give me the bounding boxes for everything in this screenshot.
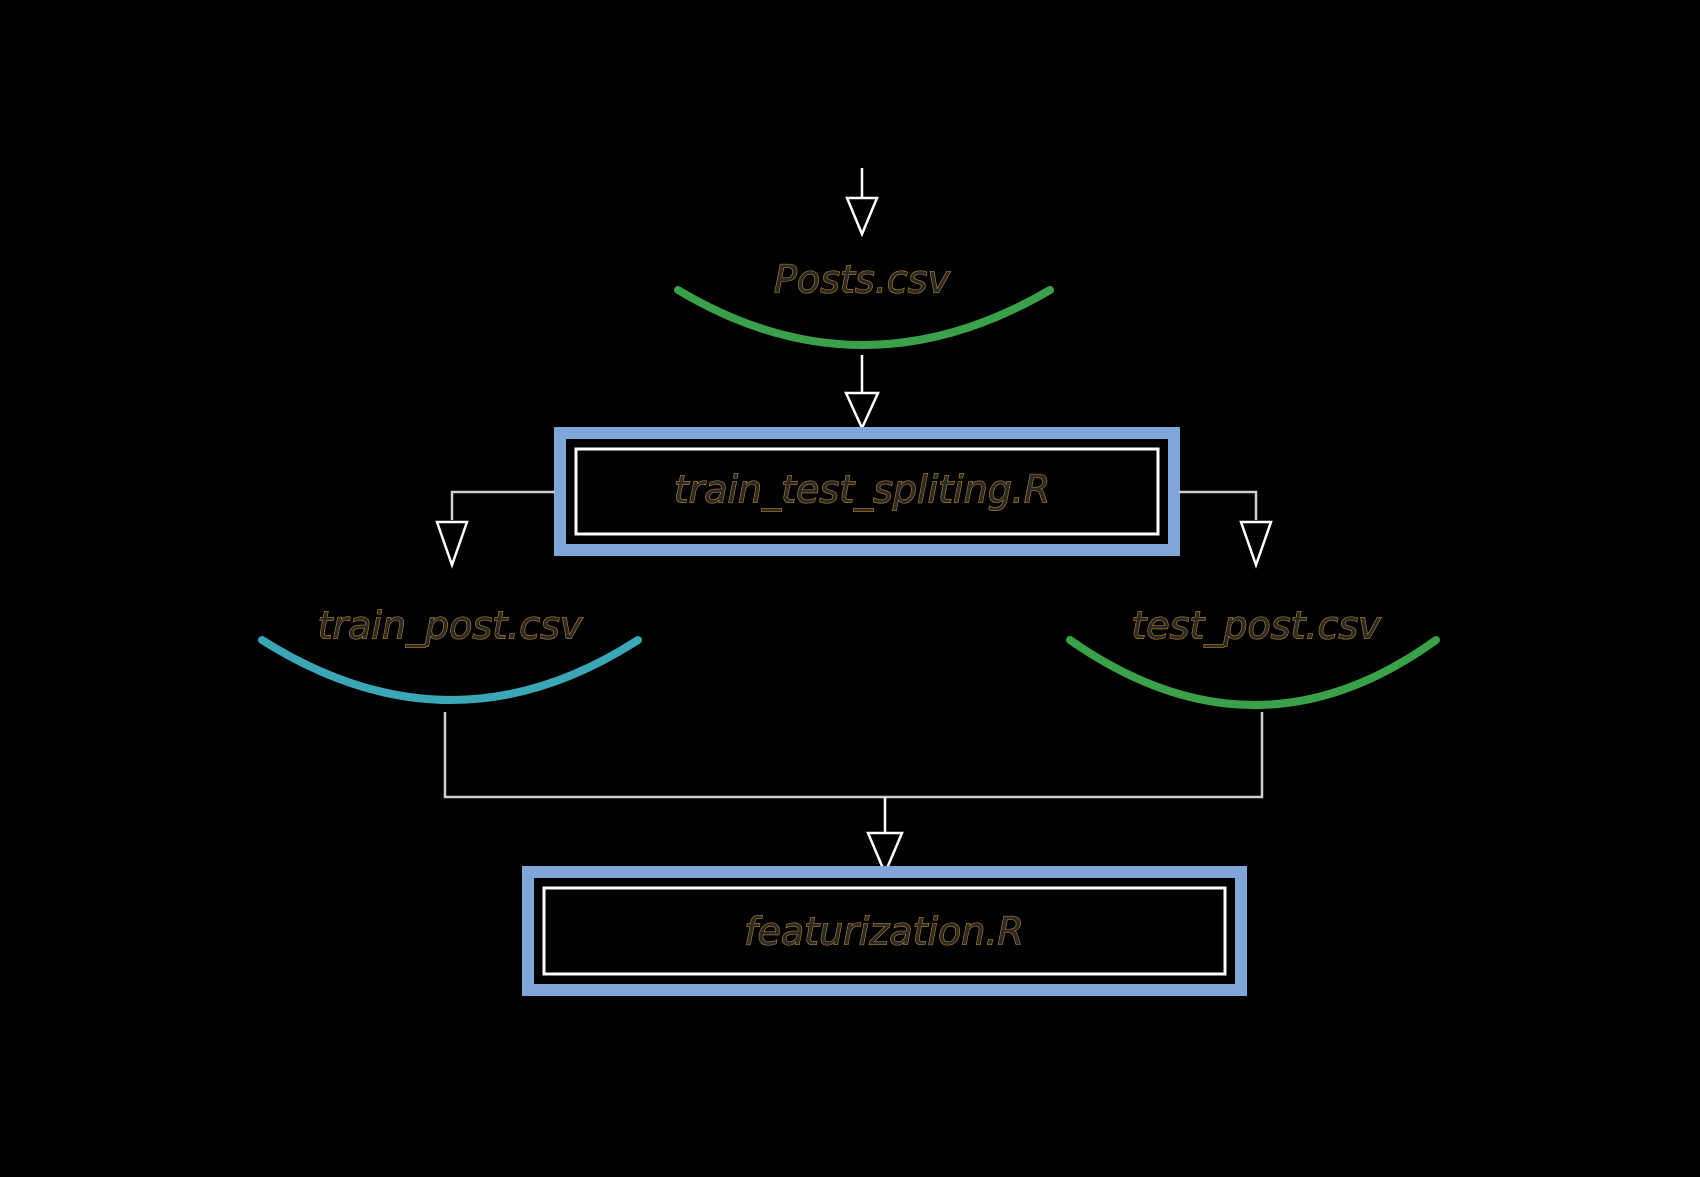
split-script-node[interactable]: train_test_spliting.R [554, 427, 1180, 556]
data-curve-icon [258, 636, 642, 704]
featurization-script-label: featurization.R [744, 910, 1024, 954]
down-arrow-icon [844, 355, 880, 432]
posts-csv-label: Posts.csv [774, 258, 950, 302]
train-csv-label: train_post.csv [318, 604, 583, 648]
train-csv-node[interactable]: train_post.csv [258, 603, 642, 704]
test-csv-node[interactable]: test_post.csv [1066, 603, 1440, 709]
split-to-test-connector [1179, 490, 1273, 569]
process-box-inner-border [542, 886, 1227, 976]
data-curve-icon [1066, 636, 1440, 709]
posts-csv-node[interactable]: Posts.csv [674, 257, 1054, 349]
split-to-train-connector [435, 490, 555, 569]
down-arrow-icon [845, 168, 879, 238]
process-box-inner-border [574, 447, 1160, 536]
featurization-script-node[interactable]: featurization.R [522, 866, 1247, 996]
split-script-label: train_test_spliting.R [674, 468, 1051, 512]
test-csv-label: test_post.csv [1131, 604, 1381, 648]
merge-connector [443, 712, 1264, 877]
data-curve-icon [674, 286, 1054, 349]
